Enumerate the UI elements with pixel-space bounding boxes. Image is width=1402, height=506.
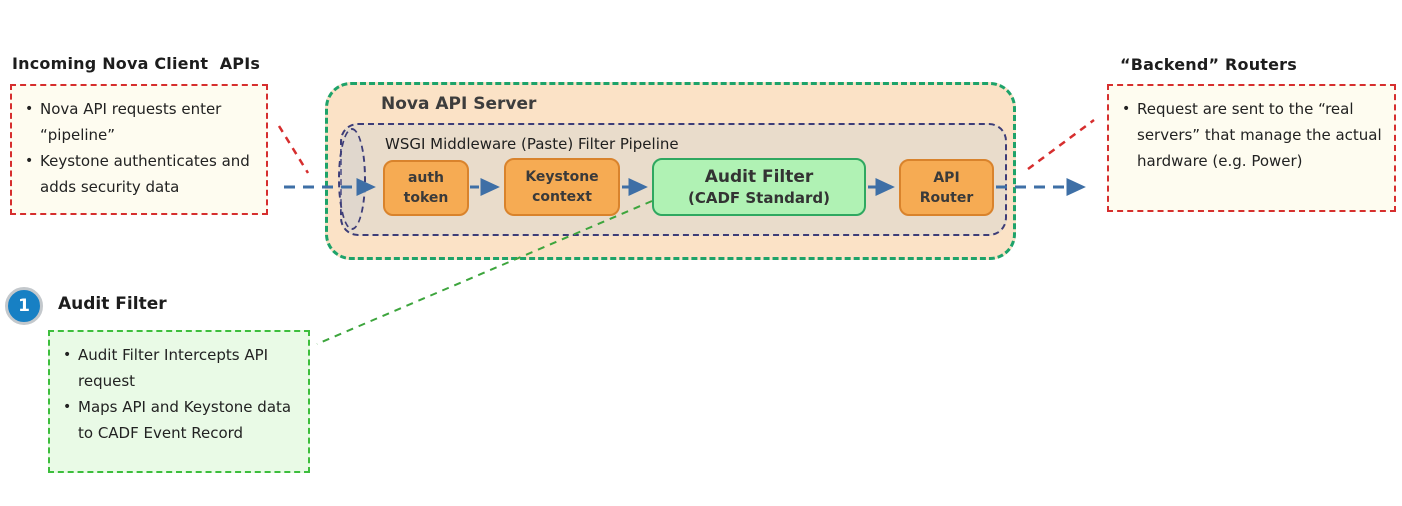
incoming-apis-list: Nova API requests enter “pipeline” Keyst… [18, 96, 258, 200]
note-bullet: Maps API and Keystone data to CADF Event… [56, 394, 300, 446]
nova-api-server-label: Nova API Server [381, 94, 537, 114]
stage-keystone-context-label: Keystone context [525, 169, 599, 205]
audit-filter-list: Audit Filter Intercepts API request Maps… [56, 342, 300, 446]
stage-auth-token: auth token [383, 160, 469, 216]
stage-audit-filter: Audit Filter (CADF Standard) [652, 158, 866, 216]
incoming-apis-note: Nova API requests enter “pipeline” Keyst… [10, 84, 268, 215]
audit-filter-step-heading: Audit Filter [58, 294, 167, 314]
stage-auth-token-label: auth token [403, 170, 449, 206]
wsgi-pipeline-label: WSGI Middleware (Paste) Filter Pipeline [385, 135, 679, 153]
note-bullet: Request are sent to the “real servers” t… [1115, 96, 1386, 174]
leader-backend-note [1027, 118, 1095, 171]
stage-keystone-context: Keystone context [504, 158, 620, 216]
stage-audit-filter-label: Audit Filter [704, 166, 814, 187]
note-bullet: Audit Filter Intercepts API request [56, 342, 300, 394]
leader-incoming-note [277, 125, 310, 174]
pipeline-cylinder-cap [338, 128, 366, 230]
note-bullet: Keystone authenticates and adds security… [18, 148, 258, 200]
audit-filter-note: Audit Filter Intercepts API request Maps… [48, 330, 310, 473]
step-number: 1 [18, 296, 30, 316]
backend-routers-title: “Backend” Routers [1120, 55, 1298, 74]
backend-routers-list: Request are sent to the “real servers” t… [1115, 96, 1386, 174]
note-bullet: Nova API requests enter “pipeline” [18, 96, 258, 148]
stage-audit-filter-sublabel: (CADF Standard) [687, 188, 831, 207]
incoming-apis-title: Incoming Nova Client APIs [12, 54, 261, 73]
step-number-badge: 1 [5, 287, 43, 325]
stage-api-router-label: API Router [919, 169, 974, 206]
stage-api-router: API Router [899, 159, 994, 216]
backend-routers-note: Request are sent to the “real servers” t… [1107, 84, 1396, 212]
